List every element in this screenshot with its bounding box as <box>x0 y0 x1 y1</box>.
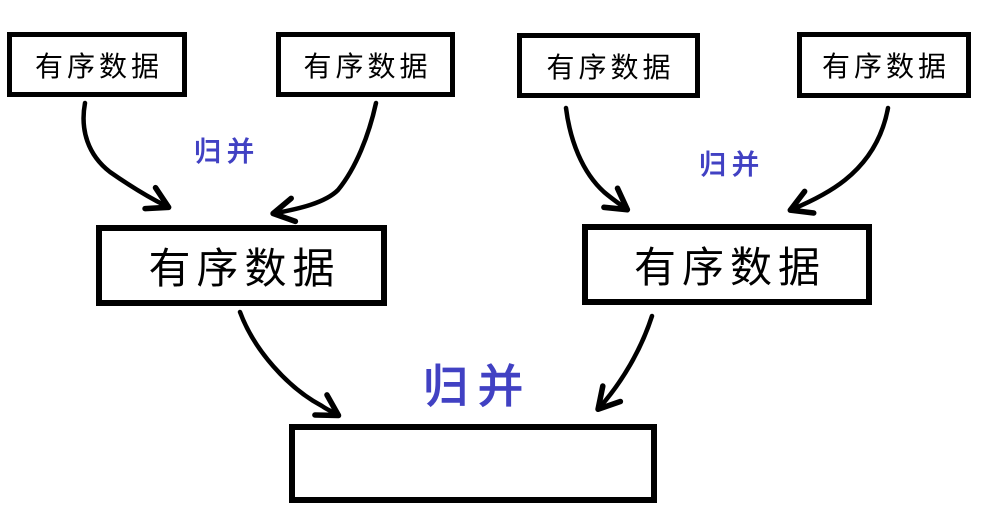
box-sorted-data-top-3: 有序数据 <box>517 33 700 98</box>
arrow-top2-to-midleft <box>270 100 379 225</box>
merge-label-left: 归并 <box>194 137 260 167</box>
merge-label-right: 归并 <box>699 150 765 180</box>
arrow-top3-to-midright <box>563 105 631 213</box>
box-sorted-data-top-1: 有序数据 <box>7 32 187 97</box>
arrow-top1-to-midleft <box>81 100 172 212</box>
box-sorted-data-middle-left: 有序数据 <box>96 225 387 306</box>
arrow-midright-to-bottom <box>595 313 655 412</box>
box-sorted-data-top-4: 有序数据 <box>797 32 971 98</box>
merge-label-center: 归并 <box>423 361 534 412</box>
arrow-top4-to-midright <box>787 105 891 216</box>
box-merged-result-bottom <box>289 424 657 503</box>
box-sorted-data-top-2: 有序数据 <box>276 32 455 97</box>
arrow-midleft-to-bottom <box>237 309 342 419</box>
box-sorted-data-middle-right: 有序数据 <box>582 224 872 305</box>
